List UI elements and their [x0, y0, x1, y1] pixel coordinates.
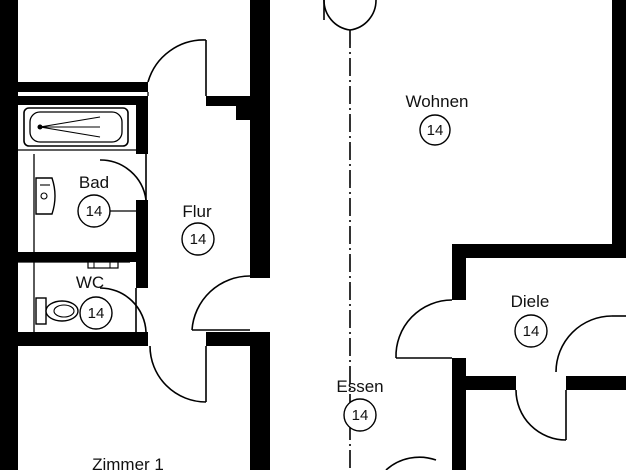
wall-hall-bottom: [206, 332, 266, 346]
room-wc: WC 14: [76, 273, 113, 330]
toilet: [35, 261, 119, 325]
washbasin: [35, 177, 56, 215]
wall-wc-bottom: [18, 332, 148, 346]
room-number-diele: 14: [523, 323, 540, 340]
room-number-wohnen: 14: [427, 122, 444, 139]
doors: [99, 0, 626, 470]
wall-diele-left-upper: [452, 244, 466, 300]
room-number-bad: 14: [86, 203, 103, 220]
wall-diele-bottom-right: [566, 376, 626, 390]
room-label-zimmer1: Zimmer 1: [92, 455, 164, 470]
wall-diele-top: [452, 244, 626, 258]
room-wohnen: Wohnen 14: [405, 92, 469, 146]
room-label-bad: Bad: [79, 173, 109, 192]
room-label-essen: Essen: [336, 377, 383, 396]
wall-right-outer: [612, 0, 626, 258]
room-number-wc: 14: [88, 305, 105, 322]
wall-wc-right: [136, 200, 148, 288]
wall-bath-top: [18, 96, 148, 105]
wall-hall-stub-vert: [236, 96, 250, 120]
room-number-circle-wohnen: [419, 114, 451, 146]
room-number-circle-flur: [181, 222, 215, 256]
room-number-flur: 14: [190, 231, 207, 248]
wall-central-mid: [250, 120, 270, 278]
wall-bath-right: [136, 96, 148, 154]
wall-bath-wc: [18, 252, 148, 262]
room-label-wohnen: Wohnen: [405, 92, 468, 111]
wall-central-top: [250, 0, 270, 120]
wall-diele-left-lower: [452, 358, 466, 470]
room-label-wc: WC: [76, 273, 104, 292]
room-zimmer1: Zimmer 1: [92, 455, 164, 470]
bathtub: [23, 107, 129, 147]
room-number-circle-wc: [79, 296, 113, 330]
room-number-circle-diele: [514, 314, 548, 348]
room-bad: Bad 14: [77, 173, 136, 228]
wall-left-outer: [0, 0, 18, 470]
wall-diele-bottom: [452, 376, 516, 390]
room-label-flur: Flur: [182, 202, 212, 221]
wall-top-room-bottom: [18, 82, 148, 92]
room-essen: Essen 14: [336, 377, 384, 432]
room-number-essen: 14: [352, 407, 369, 424]
room-number-circle-essen: [343, 398, 377, 432]
wall-central-bottom: [250, 332, 270, 470]
room-diele: Diele 14: [511, 292, 550, 348]
room-label-diele: Diele: [511, 292, 550, 311]
room-flur: Flur 14: [181, 202, 215, 256]
